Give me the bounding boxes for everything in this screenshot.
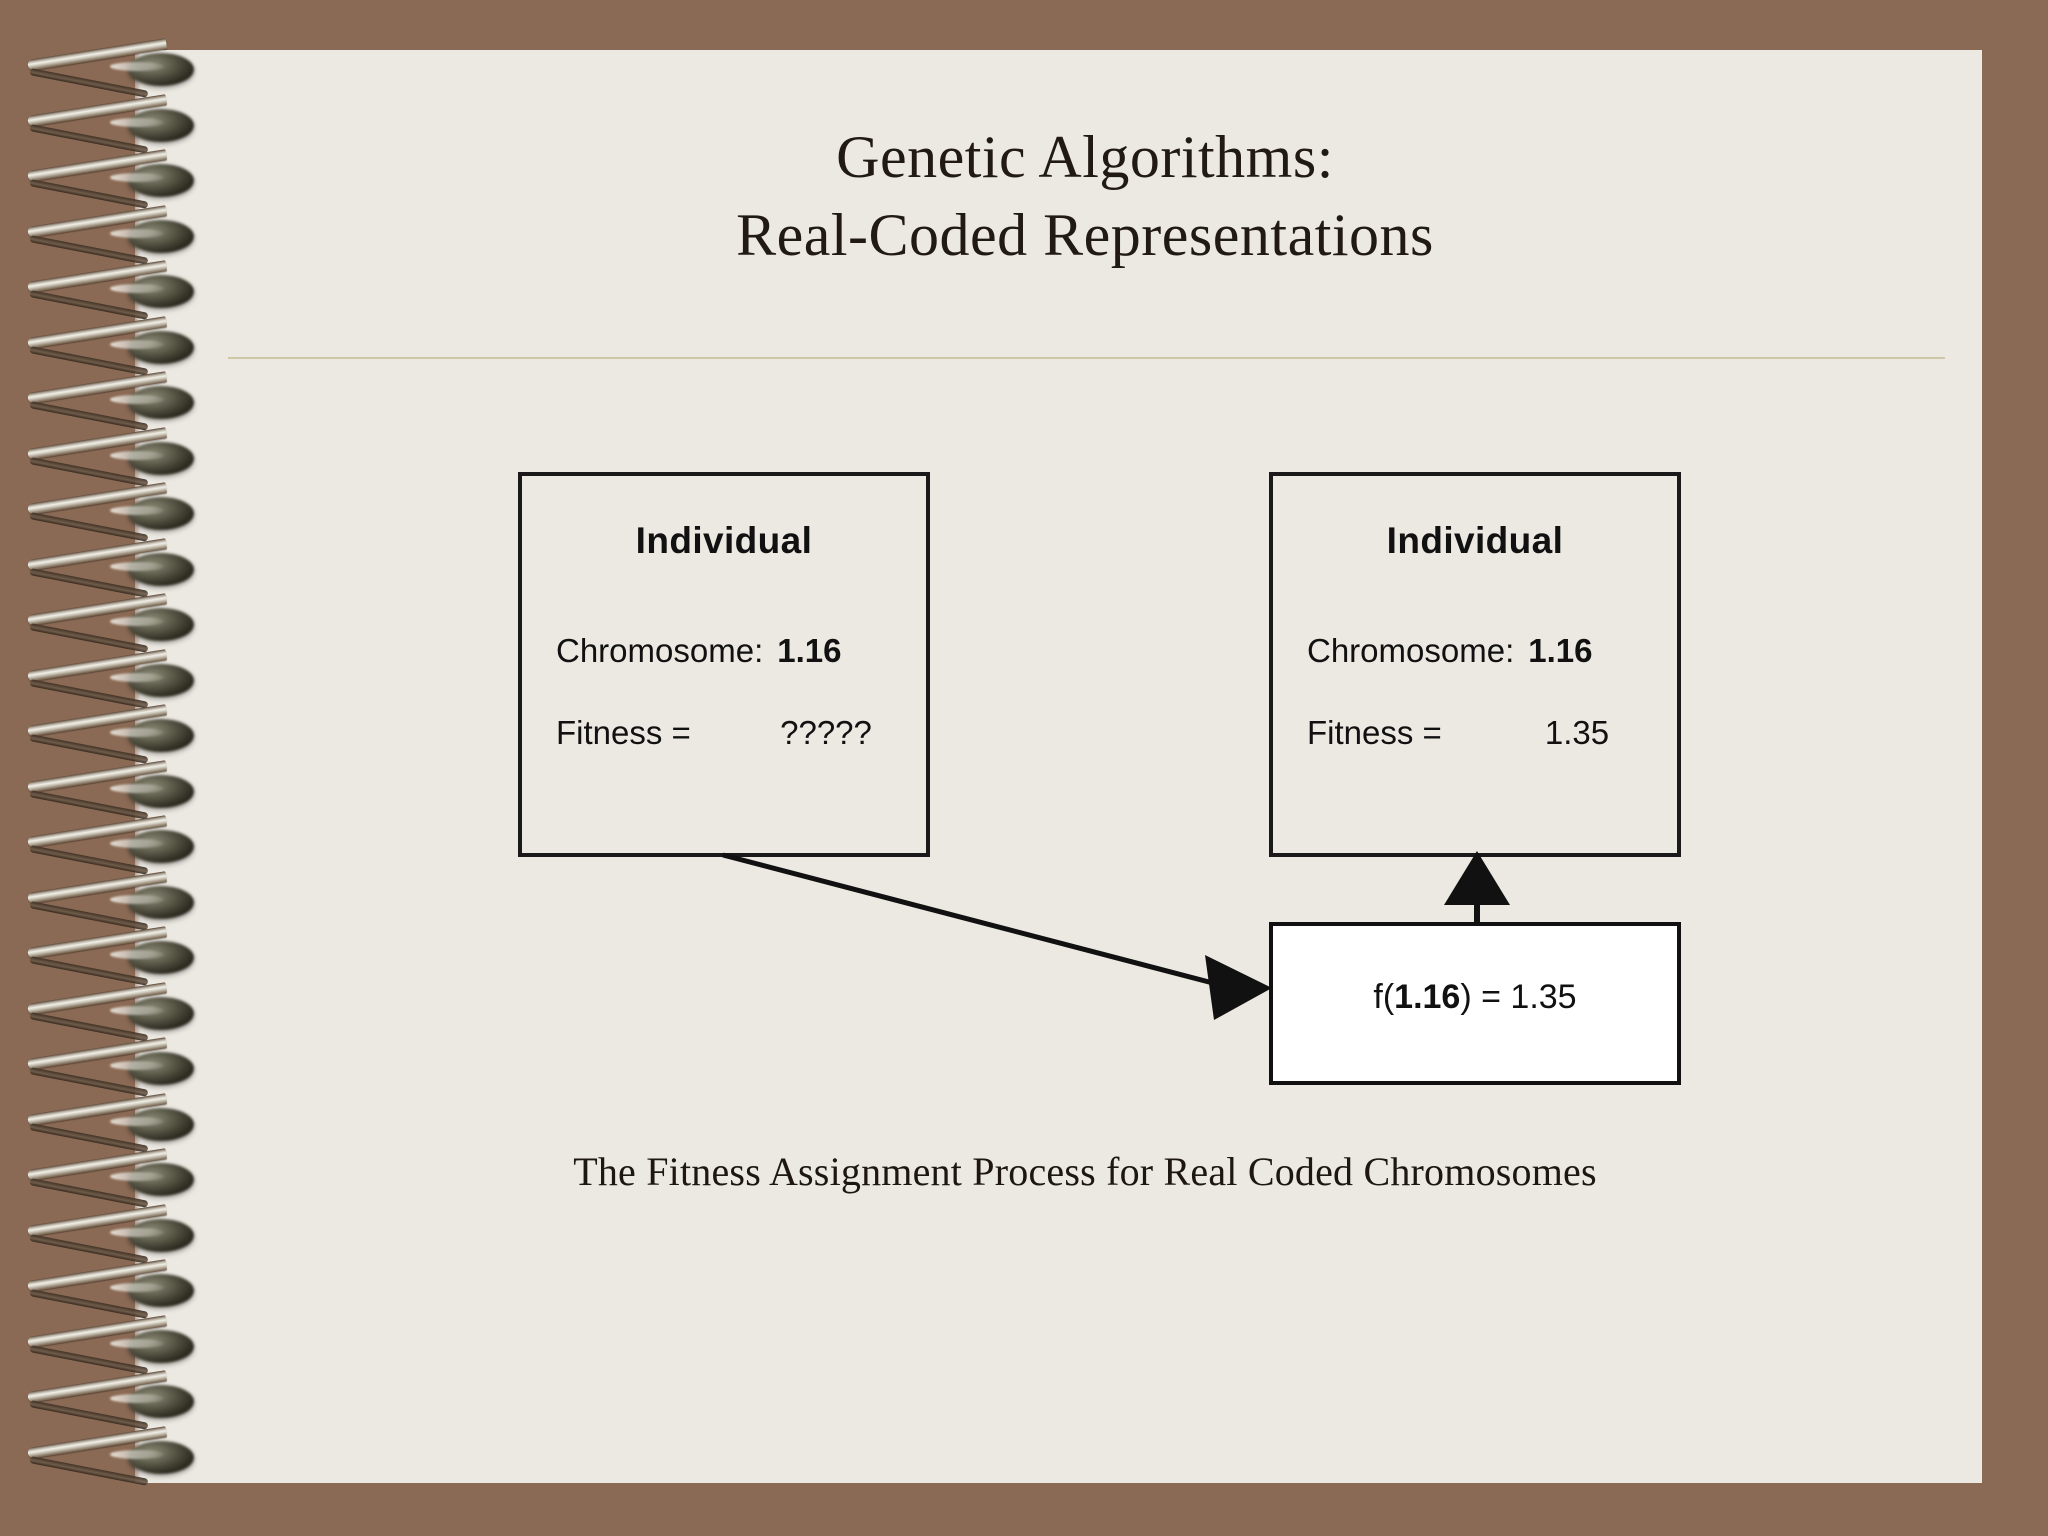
title-line-2: Real-Coded Representations <box>736 202 1434 268</box>
spiral-ring-highlight <box>110 1172 164 1181</box>
spiral-ring-highlight <box>110 672 164 682</box>
spiral-ring-highlight <box>110 62 164 71</box>
spiral-ring <box>0 815 230 879</box>
spiral-ring-highlight <box>110 339 164 349</box>
spiral-ring-highlight <box>110 561 164 571</box>
evaluate-arrow <box>722 852 1272 1020</box>
spiral-ring-highlight <box>110 1283 164 1292</box>
spiral-ring <box>0 1259 230 1323</box>
spiral-ring-highlight <box>110 506 164 515</box>
right-fitness-value: 1.35 <box>1544 714 1610 751</box>
page-title: Genetic Algorithms: Real-Coded Represent… <box>230 118 1940 274</box>
spiral-ring <box>0 38 230 102</box>
spiral-ring <box>0 1148 230 1212</box>
spiral-ring-highlight <box>110 450 164 460</box>
left-chromosome-row: Chromosome: 1.16 <box>556 632 902 670</box>
spiral-ring-highlight <box>110 1227 164 1237</box>
spiral-ring <box>0 149 230 213</box>
spiral-ring <box>0 870 230 935</box>
title-divider <box>228 357 1945 359</box>
spiral-ring <box>0 315 230 380</box>
f-prefix: f( <box>1373 978 1395 1016</box>
spiral-ring <box>0 1092 230 1157</box>
spiral-ring-highlight <box>110 1061 164 1070</box>
left-fitness-label: Fitness = <box>556 714 691 751</box>
spiral-ring-highlight <box>110 284 164 293</box>
right-individual-heading: Individual <box>1386 520 1564 561</box>
left-chromosome-value: 1.16 <box>777 632 842 669</box>
spiral-ring-highlight <box>110 117 164 127</box>
right-chromosome-value: 1.16 <box>1528 632 1593 669</box>
spiral-ring <box>0 1203 230 1268</box>
f-argument: 1.16 <box>1394 978 1461 1016</box>
spiral-ring-highlight <box>110 728 164 737</box>
diagram-caption: The Fitness Assignment Process for Real … <box>573 1149 1597 1194</box>
left-individual-box: Individual Chromosome: 1.16 Fitness =????… <box>518 472 930 857</box>
spiral-ring <box>0 93 230 158</box>
spiral-ring-highlight <box>110 783 164 793</box>
spiral-ring <box>0 1370 230 1434</box>
spiral-ring <box>0 1314 230 1379</box>
spiral-ring <box>0 648 230 713</box>
f-suffix: ) = <box>1460 978 1511 1016</box>
spiral-ring-highlight <box>110 1005 164 1015</box>
spiral-ring-highlight <box>110 1338 164 1348</box>
title-line-1: Genetic Algorithms: <box>836 124 1334 190</box>
spiral-binding <box>0 0 230 1536</box>
spiral-ring-highlight <box>110 228 164 238</box>
spiral-ring <box>0 371 230 435</box>
assign-arrow <box>1444 851 1510 922</box>
spiral-ring <box>0 537 230 602</box>
fitness-function-box: f(1.16) = 1.35 <box>1269 922 1681 1085</box>
spiral-ring-highlight <box>110 950 164 959</box>
left-fitness-value: ????? <box>780 714 872 751</box>
spiral-ring <box>0 593 230 657</box>
spiral-ring-highlight <box>110 617 164 626</box>
spiral-ring <box>0 204 230 269</box>
spiral-ring <box>0 1037 230 1101</box>
spiral-ring-highlight <box>110 839 164 848</box>
spiral-ring <box>0 1425 230 1490</box>
spiral-ring <box>0 759 230 824</box>
fitness-function-expression: f(1.16) = 1.35 <box>1273 978 1677 1017</box>
spiral-ring <box>0 981 230 1046</box>
spiral-ring-highlight <box>110 1394 164 1403</box>
left-chromosome-label: Chromosome: <box>556 632 764 669</box>
spiral-ring-highlight <box>110 1116 164 1126</box>
spiral-ring-highlight <box>110 1449 164 1459</box>
spiral-ring-highlight <box>110 894 164 904</box>
spiral-ring <box>0 426 230 491</box>
f-result: 1.35 <box>1510 978 1577 1016</box>
spiral-ring-highlight <box>110 395 164 404</box>
left-fitness-row: Fitness =????? <box>556 714 902 752</box>
spiral-ring <box>0 926 230 990</box>
spiral-ring <box>0 482 230 546</box>
right-fitness-label: Fitness = <box>1307 714 1442 751</box>
spiral-ring-highlight <box>110 173 164 182</box>
spiral-ring <box>0 260 230 324</box>
spiral-ring <box>0 704 230 768</box>
right-chromosome-label: Chromosome: <box>1307 632 1515 669</box>
right-chromosome-row: Chromosome: 1.16 <box>1307 632 1653 670</box>
left-individual-heading: Individual <box>635 520 813 561</box>
right-fitness-row: Fitness = 1.35 <box>1307 714 1653 752</box>
